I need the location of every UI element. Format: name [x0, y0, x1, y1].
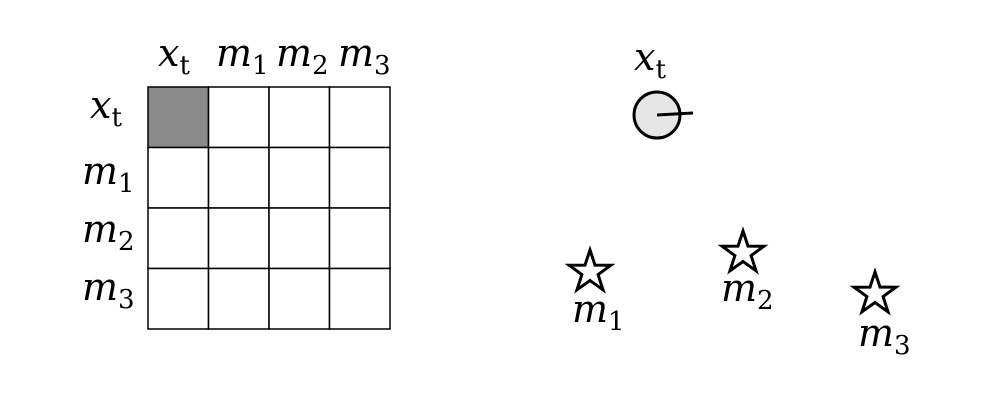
matrix-cell-r0-c3	[328, 86, 391, 149]
row-header-m3: m3	[82, 265, 135, 315]
matrix-cell-r3-c0	[147, 267, 210, 330]
memory-label-m2: m2	[721, 266, 774, 316]
matrix-cell-r2-c3	[328, 207, 391, 270]
embedding-scene: xt m1 m2 m3	[564, 35, 911, 361]
query-direction-tick	[656, 111, 694, 117]
matrix-cell-r3-c2	[268, 267, 331, 330]
memory-star-m1	[564, 245, 616, 294]
memory-label-m3: m3	[858, 311, 911, 361]
matrix-cell-r1-c2	[268, 146, 331, 209]
row-header-m1: m1	[82, 149, 135, 199]
memory-label-m1: m1	[572, 287, 625, 337]
matrix-cell-r0-c1	[207, 86, 270, 149]
row-header-xt: xt	[90, 83, 122, 133]
matrix-cell-r2-c2	[268, 207, 331, 270]
col-header-xt: xt	[158, 31, 190, 81]
matrix-cell-r2-c0	[147, 207, 210, 270]
matrix-cell-r3-c1	[207, 267, 270, 330]
row-header-m2: m2	[82, 207, 135, 257]
col-header-m1: m1	[216, 31, 269, 81]
query-label: xt	[634, 35, 666, 85]
matrix-cell-r1-c1	[207, 146, 270, 209]
matrix-cell-r3-c3	[328, 267, 391, 330]
col-header-m3: m3	[338, 31, 391, 81]
matrix-cell-r0-c0	[147, 86, 210, 149]
matrix-cell-r1-c0	[147, 146, 210, 209]
col-header-m2: m2	[276, 31, 329, 81]
attention-matrix: xt m1 m2 m3 xt m1 m2 m3	[82, 31, 391, 330]
matrix-cell-r0-c2	[268, 86, 331, 149]
memory-star-m3	[849, 267, 901, 316]
memory-star-m2	[717, 226, 769, 275]
matrix-grid	[147, 86, 391, 330]
matrix-cell-r1-c3	[328, 146, 391, 209]
matrix-cell-r2-c1	[207, 207, 270, 270]
